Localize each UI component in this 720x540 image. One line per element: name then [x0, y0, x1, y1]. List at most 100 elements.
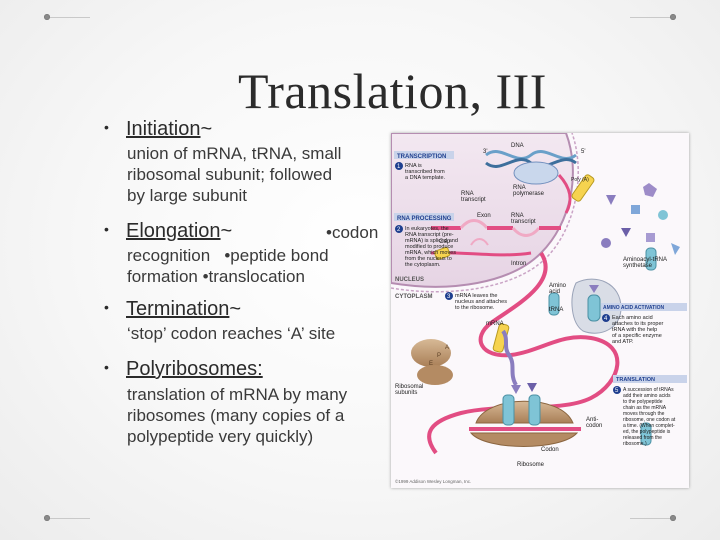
bullet-dot: • — [104, 119, 109, 135]
translation-diagram-svg: E P A TRANSCRIPTION 1 RNA — [391, 133, 689, 488]
anticodon-label: codon — [586, 423, 602, 429]
bullet-heading: Elongation — [126, 220, 221, 242]
bullet-termination-text: ‘stop’ codon reaches ‘A’ site — [127, 323, 335, 344]
mrna-strand — [427, 251, 620, 455]
bullet-elongation: • Elongation~ — [104, 220, 232, 243]
copyright-label: ©1999 Addison Wesley Longman, Inc. — [395, 478, 471, 484]
codon-label: Codon — [541, 447, 559, 453]
activation-line: of a specific enzyme — [612, 333, 662, 339]
site-a-label: A — [445, 345, 449, 351]
amino-acid-shapes — [601, 183, 680, 255]
cap-label: Cap — [439, 239, 451, 245]
text-line: ribosomes (many copies of a — [127, 406, 345, 425]
poly-a-label: Poly (A) — [571, 177, 589, 183]
site-e-label: E — [429, 361, 433, 367]
step-badge — [602, 314, 610, 322]
amino-acid-label: Amino — [549, 283, 567, 289]
translation-line: ed, the polypeptide is — [623, 429, 671, 435]
amino-acid-activation-box: AMINO ACID ACTIVATION 4 Each amino acid … — [601, 303, 687, 345]
text-line: ‘stop’ codon reaches ‘A’ site — [127, 324, 336, 343]
transcription-box: TRANSCRIPTION 1 RNA is transcribed from … — [394, 151, 454, 181]
bottom-left-rail — [50, 518, 90, 519]
bullet-dot: • — [104, 221, 109, 237]
poly-a-tag — [571, 174, 595, 202]
ribosomal-subunits-label: Ribosomal — [395, 384, 423, 390]
bullet-initiation-text: union of mRNA, tRNA, small ribosomal sub… — [127, 143, 341, 206]
translation-header-band — [613, 375, 687, 383]
cytoplasm-label: CYTOPLASM — [395, 294, 433, 300]
mrna-label: mRNA — [486, 321, 504, 327]
step-number: 5 — [615, 388, 619, 394]
aminoacyl-label: Aminoacyl-tRNA — [623, 257, 667, 263]
bullet-elongation-inline: •codon — [326, 223, 379, 242]
step-number: 4 — [604, 316, 608, 322]
anticodon-label: Anti- — [586, 417, 598, 423]
dna-helix — [485, 150, 577, 214]
three-prime-label: 3' — [483, 149, 487, 155]
transcription-header-band — [394, 151, 454, 159]
aminoacyl-label: synthetase — [623, 263, 653, 269]
translating-ribosome — [469, 329, 581, 447]
rna-processing-line: the cytoplasm. — [405, 262, 441, 268]
step3-line: nucleus and attaches — [455, 299, 507, 305]
rivet-bottom-right — [670, 515, 676, 521]
text-line: ribosomal subunit; followed — [127, 165, 333, 184]
top-right-rail — [630, 17, 670, 18]
bullet-initiation: • Initiation~ — [104, 118, 212, 141]
step-number: 3 — [447, 294, 451, 300]
translation-line: a time. (When complet- — [623, 423, 675, 429]
trna-shapes — [548, 247, 657, 446]
polypeptide-chain — [501, 329, 518, 387]
bullet-heading: Termination — [126, 298, 230, 320]
activation-line: Each amino acid — [612, 315, 653, 321]
translation-box: TRANSLATION 5 A succession of tRNAs add … — [613, 375, 687, 447]
translation-header: TRANSLATION — [616, 377, 655, 383]
intron-loop — [470, 238, 489, 246]
rna-processing-line: In eukaryotes, the — [405, 226, 449, 232]
translation-line: to the polypeptide — [623, 399, 663, 405]
rna-processing-line: mRNA) is spliced and — [405, 238, 458, 244]
activation-line: tRNA with the help — [612, 327, 657, 333]
rna-polymerase-shape — [513, 161, 559, 185]
transcription-line: RNA is — [405, 163, 422, 169]
translation-line: ribosome, one codon at — [623, 417, 676, 423]
rna-transcript-label: RNA — [461, 191, 474, 197]
intron-label: Intron — [511, 261, 526, 267]
rna-transcript-pre-label: RNA — [511, 213, 524, 219]
bullet-heading: Initiation — [126, 118, 201, 140]
translation-line: ribosome.) — [623, 441, 647, 447]
five-prime-label: 5' — [581, 149, 585, 155]
ribosomal-subunits-label: subunits — [395, 390, 417, 396]
bullet-suffix: ~ — [200, 118, 213, 140]
dna-label: DNA — [511, 143, 524, 149]
step3-line: to the ribosome. — [455, 305, 495, 311]
bullet-suffix: ~ — [229, 298, 242, 320]
step3-box: 3 mRNA leaves the nucleus and attaches t… — [445, 292, 507, 311]
rna-polymerase-label: polymerase — [513, 191, 545, 197]
step-number: 2 — [397, 227, 401, 233]
step-badge — [395, 225, 403, 233]
activation-header-band — [601, 303, 687, 311]
step-badge — [395, 162, 403, 170]
activation-line: and ATP. — [612, 339, 634, 345]
bottom-right-rail — [630, 518, 670, 519]
rna-processing-line: modified to produce — [405, 244, 453, 250]
rna-processing-box: RNA PROCESSING 2 In eukaryotes, the RNA … — [394, 213, 458, 268]
trna-label: tRNA — [549, 307, 563, 313]
rna-processing-line: mRNA, which moves — [405, 250, 456, 256]
step3-line: mRNA leaves the — [455, 293, 498, 299]
bullet-suffix: ~ — [220, 220, 233, 242]
bullet-elongation-text: recognition •peptide bond formation •tra… — [127, 245, 329, 287]
rna-transcript-pre-label: transcript — [511, 219, 536, 225]
rna-transcript-label: transcript — [461, 197, 486, 203]
nucleus-label: NUCLEUS — [395, 277, 424, 283]
rna-polymerase-label: RNA — [513, 185, 526, 191]
slide-title: Translation, III — [238, 63, 547, 119]
activation-header: AMINO ACID ACTIVATION — [603, 305, 664, 311]
translation-line: add their amino acids — [623, 393, 671, 399]
step-badge — [613, 386, 621, 394]
bullet-heading: Polyribosomes: — [126, 358, 263, 380]
rivet-top-right — [670, 14, 676, 20]
cap-tag — [434, 246, 451, 261]
text-line: polypeptide very quickly) — [127, 427, 314, 446]
